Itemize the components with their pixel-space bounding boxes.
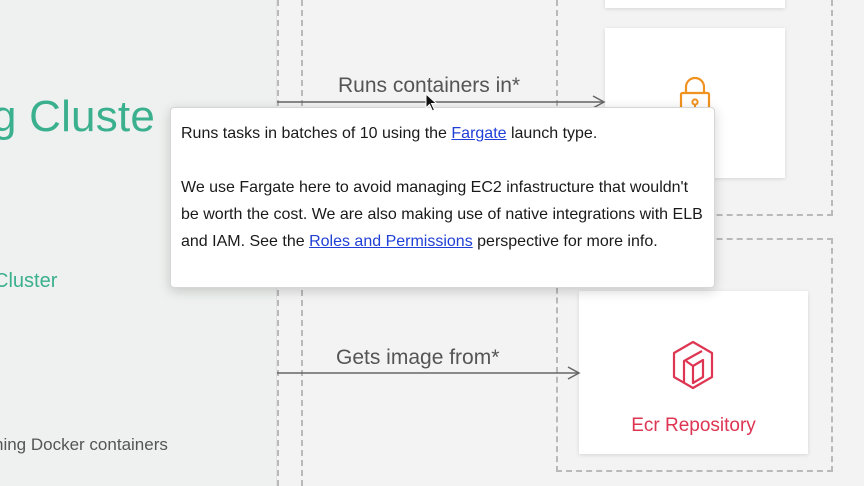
- ecr-repository-card[interactable]: Ecr Repository: [579, 291, 808, 454]
- ecr-repository-label: Ecr Repository: [631, 415, 756, 436]
- tooltip-paragraph-2: We use Fargate here to avoid managing EC…: [181, 174, 704, 255]
- cluster-subtitle: Cluster: [0, 270, 58, 292]
- ecr-repository-icon: [672, 340, 714, 390]
- fargate-link[interactable]: Fargate: [451, 125, 507, 142]
- gets-image-label[interactable]: Gets image from*: [336, 346, 500, 369]
- tooltip-text: We use Fargate here to avoid managing EC…: [181, 179, 703, 250]
- cluster-title: g Cluste: [0, 92, 156, 141]
- roles-and-permissions-link[interactable]: Roles and Permissions: [309, 233, 473, 250]
- mouse-cursor-icon: [425, 93, 438, 112]
- runs-containers-edge[interactable]: [277, 95, 606, 109]
- tooltip-paragraph-1: Runs tasks in batches of 10 using the Fa…: [181, 120, 704, 147]
- gets-image-edge[interactable]: [277, 366, 581, 380]
- cluster-description: ning Docker containers: [0, 435, 168, 454]
- tooltip-text: Runs tasks in batches of 10 using the: [181, 125, 452, 142]
- tooltip-text: perspective for more info.: [472, 233, 658, 250]
- edge-tooltip: Runs tasks in batches of 10 using the Fa…: [170, 107, 715, 288]
- tooltip-text: launch type.: [506, 125, 598, 142]
- runs-containers-label[interactable]: Runs containers in*: [338, 74, 521, 97]
- subnet-a-card[interactable]: [605, 0, 785, 8]
